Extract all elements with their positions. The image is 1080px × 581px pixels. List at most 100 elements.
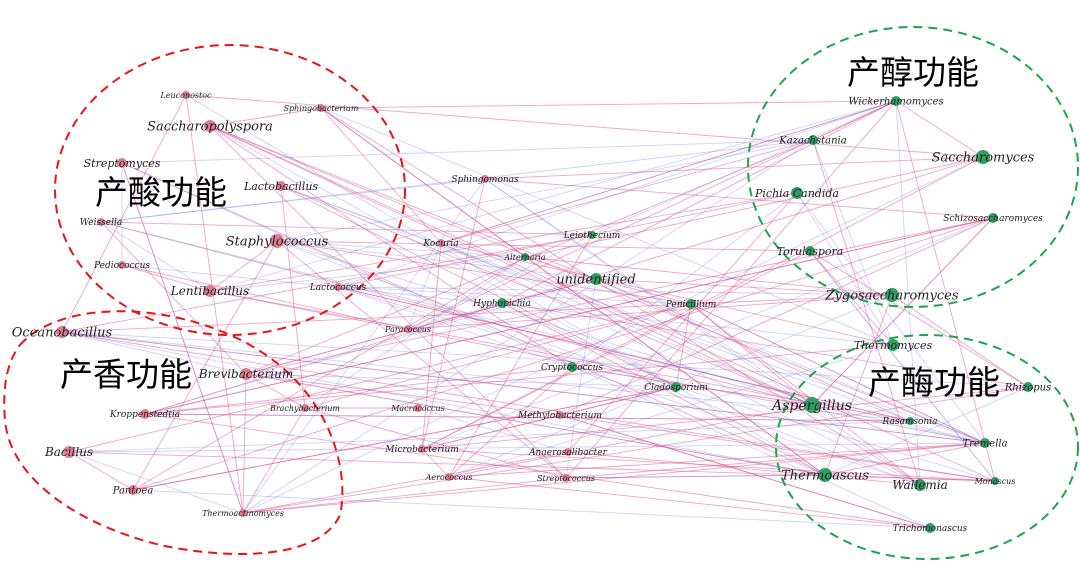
node-brachybacterium[interactable]: Brachybacterium [269,404,340,413]
bacteria-node-dot[interactable] [118,261,126,269]
node-wallemia[interactable]: Wallemia [892,478,948,492]
bacteria-node-dot[interactable] [117,158,127,168]
node-penicillium[interactable]: Penicillium [665,299,717,310]
node-cladosporium[interactable]: Cladosporium [644,382,708,393]
fungi-node-dot[interactable] [1023,382,1033,392]
node-saccharopolyspora[interactable]: Saccharopolyspora [147,120,273,135]
bacteria-node-dot[interactable] [240,368,252,380]
bacteria-node-dot[interactable] [204,120,216,132]
bacteria-node-dot[interactable] [63,446,75,458]
node-streptococcus[interactable]: Streptococcus [537,474,595,483]
node-sphingomonas[interactable]: Sphingomonas [451,175,519,185]
fungi-node-dot[interactable] [791,187,803,199]
node-bacillus[interactable]: Bacillus [44,445,93,459]
fungi-node-dot[interactable] [497,298,507,308]
fungi-node-dot[interactable] [891,96,901,106]
node-wickerhamomyces[interactable]: Wickerhamomyces [848,96,944,108]
bacteria-node-dot[interactable] [481,175,489,183]
fungi-node-dot[interactable] [976,150,990,164]
bacteria-node-dot[interactable] [182,91,190,99]
bacteria-node-dot[interactable] [301,404,309,412]
node-cryptococcus[interactable]: Cryptococcus [541,362,603,373]
node-thermoactinomyces[interactable]: Thermoactinomyces [202,509,284,518]
fungi-node-dot[interactable] [805,246,815,256]
node-rhizopus[interactable]: Rhizopus [1004,382,1051,394]
node-saccharomyces[interactable]: Saccharomyces [932,150,1035,166]
node-pantoea[interactable]: Pantoea [112,485,154,497]
node-brevibacterium[interactable]: Brevibacterium [198,367,293,381]
node-alternaria[interactable]: Alternaria [503,253,545,262]
node-lactococcus[interactable]: Lactococcus [309,283,367,293]
node-leuconostoc[interactable]: Leuconostoc [159,91,212,100]
bacteria-node-dot[interactable] [562,474,570,482]
fungi-node-dot[interactable] [588,231,596,239]
bacteria-node-dot[interactable] [445,473,453,481]
fungi-node-dot[interactable] [804,397,820,413]
node-pediococcus[interactable]: Pediococcus [93,261,150,271]
node-anaerosalibacter[interactable]: Anaerosalibacter [528,448,608,458]
node-methylobacterium[interactable]: Methylobacterium [517,411,602,421]
node-schizosaccharomyces[interactable]: Schizosaccharomyces [943,213,1043,224]
node-sphingobacterium[interactable]: Sphingobacterium [284,104,359,113]
bacteria-node-dot[interactable] [204,285,216,297]
fungi-node-dot[interactable] [808,135,818,145]
bacteria-node-dot[interactable] [239,509,247,517]
bacteria-node-dot[interactable] [556,411,564,419]
node-microbacterium[interactable]: Microbacterium [384,445,459,455]
node-label: Rasamsonia [882,417,938,427]
bacteria-node-dot[interactable] [276,181,286,191]
node-kocuria[interactable]: Kocuria [422,239,459,249]
node-paracoccus[interactable]: Paracoccus [384,325,431,334]
node-zygosaccharomyces[interactable]: Zygosaccharomyces [825,288,959,304]
node-streptomyces[interactable]: Streptomyces [84,157,161,170]
fungi-node-dot[interactable] [686,299,696,309]
fungi-node-dot[interactable] [567,362,577,372]
node-kroppenstedtia[interactable]: Kroppenstedtia [109,409,180,420]
fungi-node-dot[interactable] [887,339,899,351]
node-torulaspora[interactable]: Torulaspora [777,245,844,258]
node-lentibacillus[interactable]: Lentibacillus [170,284,249,298]
fungi-node-dot[interactable] [590,273,602,285]
bacteria-node-dot[interactable] [564,448,572,456]
bacteria-node-dot[interactable] [128,485,138,495]
negative-edge [809,250,996,482]
node-monascus[interactable]: Monascus [974,477,1016,486]
fungi-node-dot[interactable] [818,468,832,482]
bacteria-node-dot[interactable] [414,404,422,412]
fungi-node-dot[interactable] [671,382,681,392]
node-hyphopichia[interactable]: Hyphopichia [472,298,531,309]
fungi-node-dot[interactable] [521,253,529,261]
node-thermoascus[interactable]: Thermoascus [781,468,869,484]
bacteria-node-dot[interactable] [437,239,445,247]
node-macrococcus[interactable]: Macrococcus [390,404,445,413]
node-trichomonascus[interactable]: Trichomonascus [893,523,968,534]
fungi-node-dot[interactable] [906,417,914,425]
bacteria-node-dot[interactable] [56,326,68,338]
node-tremella[interactable]: Tremella [962,438,1008,450]
bacteria-node-dot[interactable] [97,218,105,226]
node-lactobacillus[interactable]: Lactobacillus [243,180,318,193]
node-aerococcus[interactable]: Aerococcus [425,473,473,482]
node-staphylococcus[interactable]: Staphylococcus [226,234,329,250]
fungi-node-dot[interactable] [991,477,999,485]
fungi-node-dot[interactable] [914,479,926,491]
node-weissella[interactable]: Weissella [80,218,122,228]
bacteria-node-dot[interactable] [334,283,342,291]
bacteria-node-dot[interactable] [418,445,426,453]
node-oceanobacillus[interactable]: Oceanobacillus [12,326,113,341]
bacteria-node-dot[interactable] [140,409,150,419]
node-unidentified[interactable]: unidentified [556,273,635,288]
fungi-node-dot[interactable] [885,288,899,302]
node-aspergillus[interactable]: Aspergillus [770,397,852,414]
fungi-node-dot[interactable] [988,213,998,223]
fungi-node-dot[interactable] [925,523,935,533]
node-pichia-candida[interactable]: Pichia Candida [754,187,839,200]
bacteria-node-dot[interactable] [404,325,412,333]
node-leiothecium[interactable]: Leiothecium [563,231,621,241]
fungi-node-dot[interactable] [980,438,990,448]
bacteria-node-dot[interactable] [317,104,325,112]
node-rasamsonia[interactable]: Rasamsonia [882,417,938,427]
node-thermomyces[interactable]: Thermomyces [854,339,933,352]
bacteria-node-dot[interactable] [270,234,284,248]
node-kazachstania[interactable]: Kazachstania [778,135,847,147]
